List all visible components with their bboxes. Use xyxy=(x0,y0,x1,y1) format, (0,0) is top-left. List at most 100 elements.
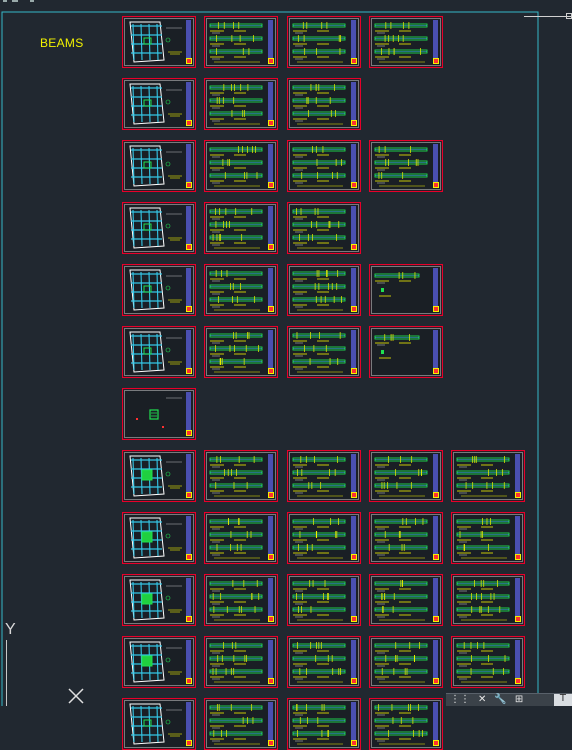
sheet-thumbnail[interactable] xyxy=(122,574,196,626)
sheet-drawing xyxy=(287,326,361,378)
sheet-drawing xyxy=(287,264,361,316)
layout-frame xyxy=(1,11,539,706)
group-label-beams: BEAMS xyxy=(40,36,84,50)
sheet-drawing xyxy=(369,326,443,378)
sheet-thumbnail[interactable] xyxy=(204,140,278,192)
sheet-drawing xyxy=(122,326,196,378)
sheet-thumbnail[interactable] xyxy=(287,636,361,688)
sheet-drawing xyxy=(122,140,196,192)
sheet-drawing xyxy=(122,450,196,502)
sheet-thumbnail[interactable] xyxy=(122,264,196,316)
sheet-drawing xyxy=(122,16,196,68)
close-icon[interactable]: ✕ xyxy=(478,694,487,705)
sheet-drawing xyxy=(204,16,278,68)
sheet-thumbnail[interactable] xyxy=(204,264,278,316)
sheet-thumbnail[interactable] xyxy=(369,636,443,688)
sheet-thumbnail[interactable] xyxy=(204,574,278,626)
sheet-thumbnail[interactable] xyxy=(287,16,361,68)
sheet-thumbnail[interactable] xyxy=(122,202,196,254)
sheet-thumbnail[interactable] xyxy=(204,16,278,68)
sheet-drawing xyxy=(369,140,443,192)
sheet-thumbnail[interactable] xyxy=(204,326,278,378)
sheet-thumbnail[interactable] xyxy=(204,636,278,688)
sheet-thumbnail[interactable] xyxy=(122,78,196,130)
sheet-drawing xyxy=(287,78,361,130)
sheet-drawing xyxy=(122,388,196,440)
sheet-drawing xyxy=(287,202,361,254)
wrench-icon[interactable]: 🔧 xyxy=(494,694,507,705)
sheet-thumbnail[interactable] xyxy=(122,326,196,378)
sheet-drawing xyxy=(287,16,361,68)
sheet-drawing xyxy=(122,264,196,316)
sheet-thumbnail[interactable] xyxy=(122,140,196,192)
sheet-drawing xyxy=(287,574,361,626)
frame-border xyxy=(1,11,539,706)
sheet-drawing xyxy=(204,512,278,564)
sheet-thumbnail[interactable] xyxy=(122,636,196,688)
sheet-thumbnail[interactable] xyxy=(451,636,525,688)
sheet-drawing xyxy=(451,574,525,626)
sheet-thumbnail[interactable] xyxy=(287,78,361,130)
sheet-thumbnail[interactable] xyxy=(287,202,361,254)
sheet-drawing xyxy=(204,78,278,130)
sheet-drawing xyxy=(287,140,361,192)
sheet-thumbnail[interactable] xyxy=(287,512,361,564)
sheet-thumbnail[interactable] xyxy=(369,450,443,502)
crosshair-pickbox xyxy=(566,13,572,19)
sheet-thumbnail[interactable] xyxy=(287,574,361,626)
sheet-thumbnail[interactable] xyxy=(369,574,443,626)
sheet-drawing xyxy=(369,574,443,626)
sheet-drawing xyxy=(204,264,278,316)
sheet-thumbnail[interactable] xyxy=(287,450,361,502)
sheet-thumbnail[interactable] xyxy=(204,202,278,254)
sheet-drawing xyxy=(287,636,361,688)
sheet-drawing xyxy=(369,264,443,316)
sheet-thumbnail[interactable] xyxy=(369,512,443,564)
navigation-toolbar: ⋮⋮ ✕ 🔧 ⊞ T xyxy=(446,693,572,706)
sheet-thumbnail[interactable] xyxy=(204,512,278,564)
sheet-thumbnail[interactable] xyxy=(122,450,196,502)
sheet-drawing xyxy=(287,512,361,564)
sheet-drawing xyxy=(369,512,443,564)
pan-icon[interactable]: ⊞ xyxy=(514,694,524,705)
ucs-y-axis-line xyxy=(6,640,7,706)
sheet-drawing xyxy=(122,202,196,254)
toolbar-light-label[interactable]: T xyxy=(553,694,572,706)
sheet-thumbnail[interactable] xyxy=(369,264,443,316)
sheet-drawing xyxy=(451,512,525,564)
sheet-thumbnail[interactable] xyxy=(451,574,525,626)
sheet-thumbnail[interactable] xyxy=(204,78,278,130)
sheet-thumbnail[interactable] xyxy=(369,16,443,68)
sheet-drawing xyxy=(204,326,278,378)
sheet-drawing xyxy=(122,512,196,564)
sheet-drawing xyxy=(451,450,525,502)
sheet-drawing xyxy=(204,574,278,626)
sheet-thumbnail[interactable] xyxy=(204,450,278,502)
ucs-x-icon xyxy=(68,688,84,704)
sheet-thumbnail[interactable] xyxy=(369,326,443,378)
sheet-drawing xyxy=(369,450,443,502)
sheet-drawing xyxy=(122,636,196,688)
sheet-thumbnail[interactable] xyxy=(122,512,196,564)
sheet-thumbnail[interactable] xyxy=(122,388,196,440)
sheet-thumbnail[interactable] xyxy=(451,450,525,502)
sheet-drawing xyxy=(204,140,278,192)
sheet-drawing xyxy=(451,636,525,688)
sheet-drawing xyxy=(122,78,196,130)
sheet-thumbnail[interactable] xyxy=(451,512,525,564)
sheet-thumbnail[interactable] xyxy=(369,140,443,192)
sheet-drawing xyxy=(122,574,196,626)
sheet-drawing xyxy=(369,636,443,688)
ucs-y-axis-label: Y xyxy=(5,621,16,638)
crosshair-horizontal xyxy=(524,16,572,17)
sheet-drawing xyxy=(369,16,443,68)
title-remnant xyxy=(3,0,34,2)
sheet-thumbnail[interactable] xyxy=(287,140,361,192)
sheet-thumbnail[interactable] xyxy=(287,264,361,316)
sheet-thumbnail[interactable] xyxy=(122,16,196,68)
sheet-thumbnail[interactable] xyxy=(287,326,361,378)
grid-icon[interactable]: ⋮⋮ xyxy=(450,694,470,705)
sheet-drawing xyxy=(287,450,361,502)
sheet-drawing xyxy=(204,202,278,254)
